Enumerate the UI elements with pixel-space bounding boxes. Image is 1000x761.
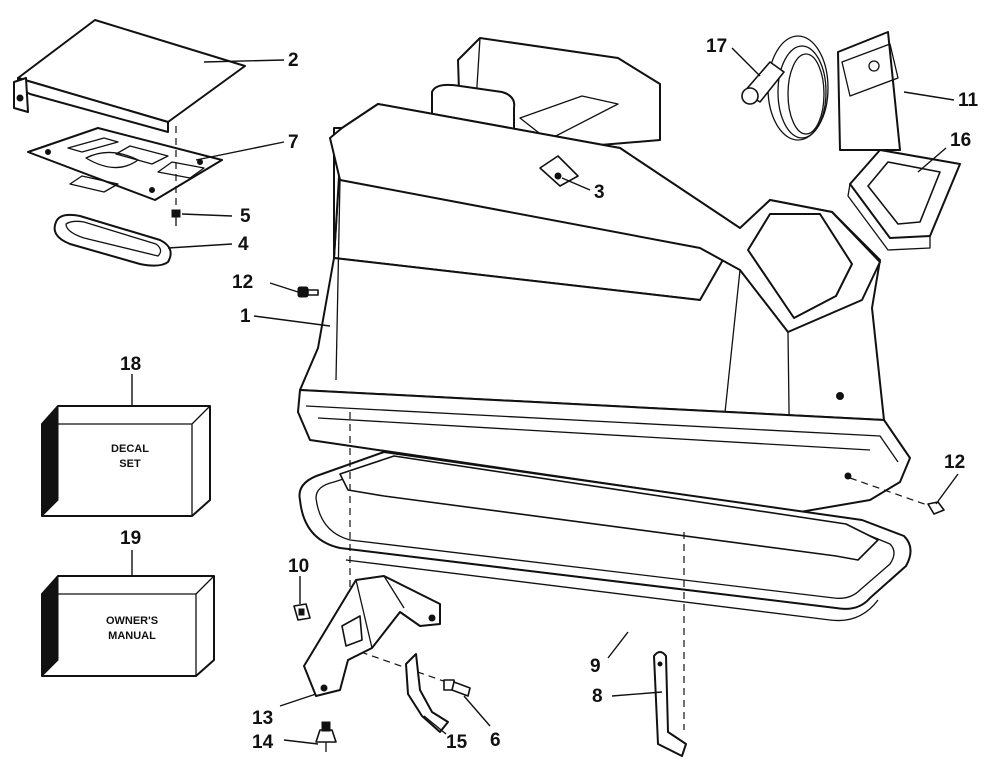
alignment-line-screw [849, 477, 931, 507]
callout-19: 19 [120, 528, 141, 549]
callout-11: 11 [958, 90, 979, 111]
owners-manual-box: OWNER'S MANUAL [41, 574, 215, 678]
callout-numbers: 2 7 5 4 12 1 3 17 11 16 12 18 19 10 13 1… [120, 36, 979, 753]
gasket-plate-part [27, 127, 223, 201]
callout-15: 15 [446, 732, 468, 753]
manual-label-line2: MANUAL [108, 630, 156, 642]
lower-pan-part [298, 451, 912, 622]
mounting-bracket-part [303, 575, 441, 697]
rubber-seal-part [847, 149, 961, 251]
decal-label-line2: SET [119, 458, 141, 470]
callout-18: 18 [120, 354, 141, 375]
callout-16: 16 [950, 130, 971, 151]
callout-7: 7 [288, 132, 299, 153]
alignment-line-bracket [337, 643, 453, 685]
bolt-part [443, 679, 471, 697]
callout-1: 1 [240, 306, 251, 327]
callout-8: 8 [592, 686, 603, 707]
stud-part [315, 721, 337, 752]
callout-13: 13 [252, 708, 273, 729]
callout-9: 9 [590, 656, 601, 677]
callout-12-left: 12 [232, 272, 253, 293]
oval-seal-part [53, 213, 172, 267]
callout-10: 10 [288, 556, 309, 577]
screw-part-5 [171, 126, 181, 226]
nut-part [293, 603, 311, 621]
callout-12-right: 12 [944, 452, 965, 473]
callout-5: 5 [240, 206, 251, 227]
callout-17: 17 [706, 36, 727, 57]
manual-label-line1: OWNER'S [106, 615, 158, 627]
screw-part-12-left [297, 286, 319, 298]
callout-3: 3 [594, 182, 605, 203]
motor-cover-part [297, 37, 911, 513]
clip-part [405, 653, 449, 733]
callout-14: 14 [252, 732, 274, 753]
callout-2: 2 [288, 50, 299, 71]
decal-set-box: DECAL SET [41, 404, 211, 518]
envelope-part [837, 31, 901, 151]
leader-lines [131, 47, 959, 745]
top-cover-part [13, 19, 246, 133]
callout-6: 6 [490, 730, 501, 751]
cable-plug-part [741, 35, 829, 141]
decal-label-line1: DECAL [111, 443, 149, 455]
strap-part [653, 651, 687, 757]
screw-part-12-right [927, 501, 945, 515]
callout-4: 4 [238, 234, 249, 255]
